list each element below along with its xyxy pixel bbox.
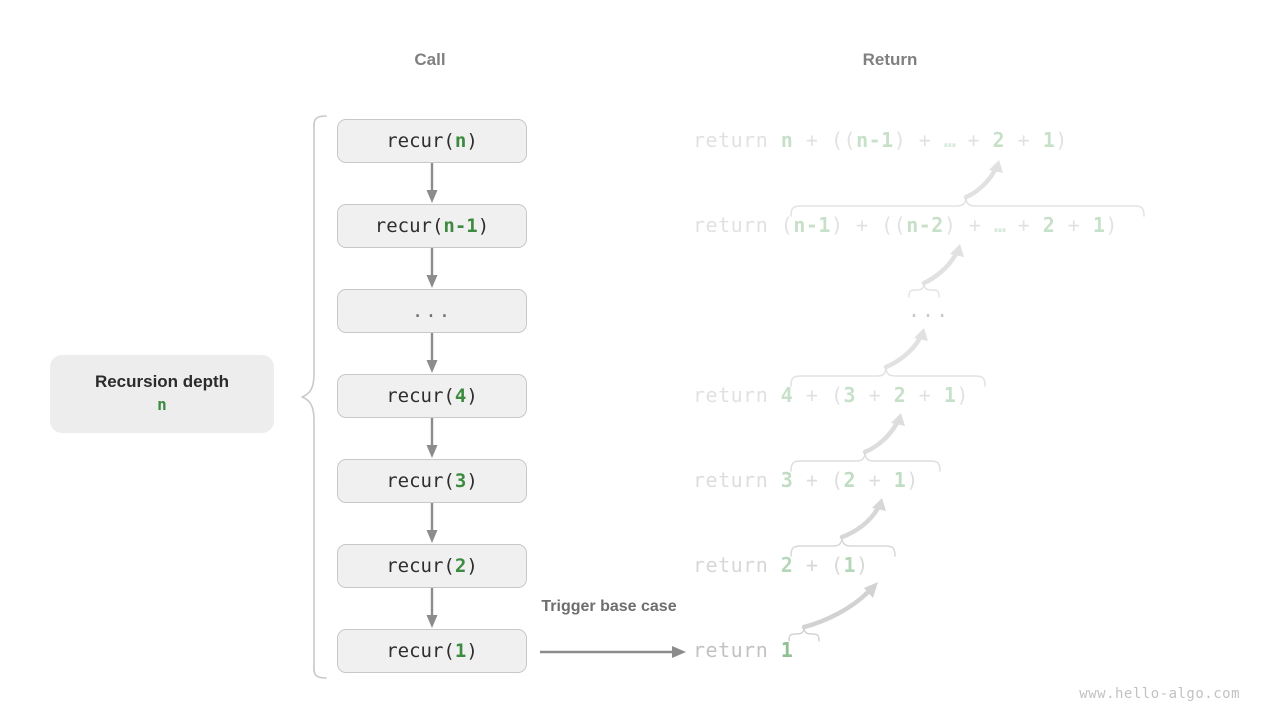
call-box-text: ... [411, 300, 453, 322]
call-box-text: recur(n) [386, 130, 478, 152]
call-arrow-down-icon [426, 418, 438, 458]
return-line-2: return 2 + (1) [693, 553, 869, 577]
return-line-1: return 1 [693, 638, 794, 662]
recursion-depth-value: n [157, 395, 167, 415]
call-box-4[interactable]: recur(4) [337, 374, 527, 418]
return-line-n-1: return (n-1) + ((n-2) + … + 2 + 1) [693, 213, 1118, 237]
call-box-text: recur(3) [386, 470, 478, 492]
return-line-4: return 4 + (3 + 2 + 1) [693, 383, 969, 407]
return-brace-mid [908, 284, 940, 298]
call-box-text: recur(4) [386, 385, 478, 407]
call-arrow-down-icon [426, 163, 438, 203]
call-arrow-down-icon [426, 588, 438, 628]
trigger-arrow-right-icon [540, 646, 686, 658]
call-box-text: recur(1) [386, 640, 478, 662]
call-box-2[interactable]: recur(2) [337, 544, 527, 588]
return-column-header: Return [862, 50, 918, 69]
return-arrow-curve-2 [963, 160, 1003, 200]
call-box-text: recur(n-1) [374, 215, 490, 237]
call-arrow-down-icon [426, 503, 438, 543]
watermark: www.hello-algo.com [1079, 686, 1240, 702]
return-arrow-curve-4 [883, 328, 928, 370]
call-box-n-1[interactable]: recur(n-1) [337, 204, 527, 248]
recursion-depth-title: Recursion depth [94, 372, 230, 392]
return-arrow-curve-mid [921, 244, 964, 286]
call-box-text: recur(2) [386, 555, 478, 577]
call-arrow-down-icon [426, 248, 438, 288]
return-arrow-curve-1 [801, 582, 878, 630]
trigger-base-case-label: Trigger base case [541, 598, 677, 615]
call-box-1[interactable]: recur(1) [337, 629, 527, 673]
call-arrow-down-icon [426, 333, 438, 373]
recursion-depth-box: Recursion depth n [50, 355, 274, 433]
return-brace-1 [788, 628, 820, 642]
return-arrow-curve-2-1 [839, 498, 886, 540]
call-column-header: Call [414, 50, 446, 69]
call-box-3[interactable]: recur(3) [337, 459, 527, 503]
return-line-3: return 3 + (2 + 1) [693, 468, 919, 492]
return-arrow-curve-3 [862, 413, 905, 455]
recursion-depth-brace [301, 115, 327, 679]
call-box-ellipsis[interactable]: ... [337, 289, 527, 333]
return-line-n: return n + ((n-1) + … + 2 + 1) [693, 128, 1068, 152]
call-box-n[interactable]: recur(n) [337, 119, 527, 163]
return-ellipsis: ... [908, 298, 951, 322]
